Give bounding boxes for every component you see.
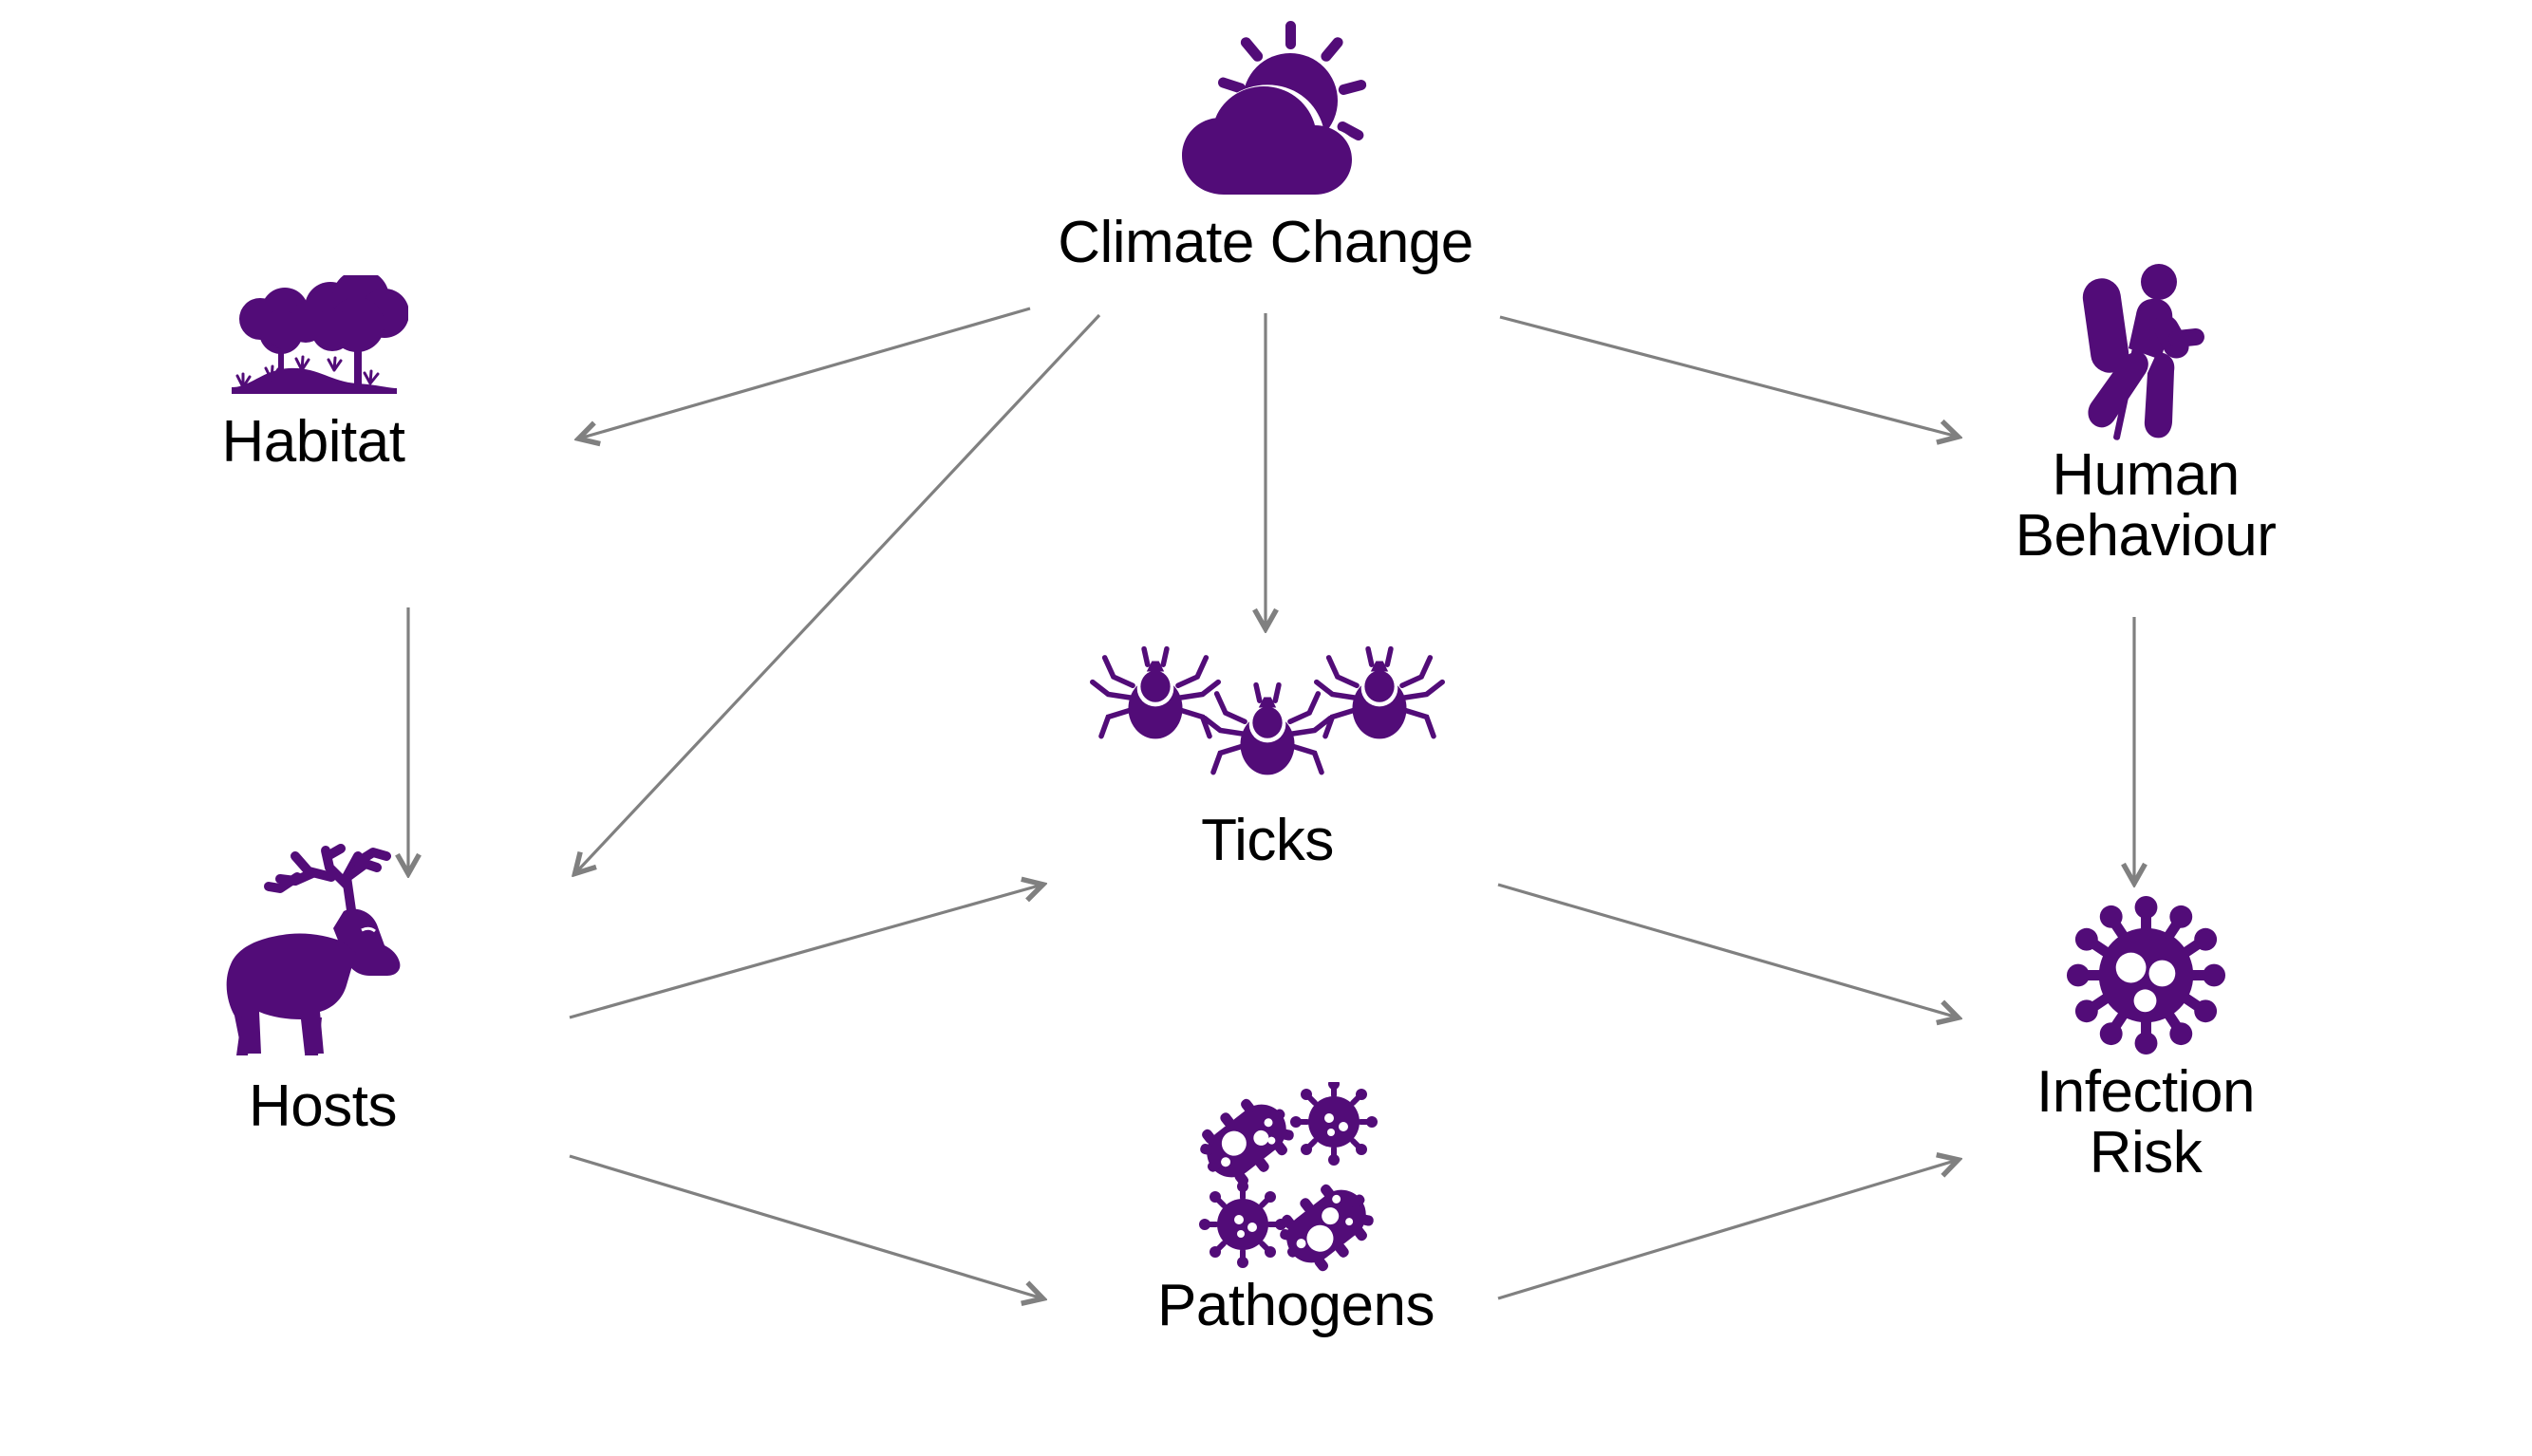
node-pathogens[interactable]: Pathogens	[1092, 1078, 1500, 1338]
node-infection-risk[interactable]: Infection Risk	[1937, 892, 2354, 1185]
virus-icon	[2063, 892, 2229, 1058]
bacteria-virus-icon	[1191, 1078, 1400, 1272]
arrow-climate-change-to-hosts	[575, 313, 1101, 873]
node-label-human-behaviour: Human Behaviour	[2015, 442, 2277, 569]
node-label-hosts: Hosts	[249, 1073, 397, 1139]
deer-icon	[214, 835, 432, 1073]
node-climate-change[interactable]: Climate Change	[949, 19, 1582, 273]
node-hosts[interactable]: Hosts	[123, 835, 522, 1137]
arrow-hosts-to-pathogens	[569, 1154, 1042, 1298]
ticks-icon	[1087, 631, 1448, 807]
node-label-ticks: Ticks	[1201, 808, 1334, 873]
arrow-climate-change-to-habitat	[579, 307, 1031, 439]
arrow-ticks-to-infection-risk	[1497, 883, 1958, 1017]
node-label-infection-risk: Infection Risk	[2036, 1059, 2255, 1186]
hiker-icon	[2070, 261, 2222, 441]
node-ticks[interactable]: Ticks	[1054, 631, 1481, 871]
node-label-climate-change: Climate Change	[1058, 210, 1473, 275]
arrow-pathogens-to-infection-risk	[1497, 1160, 1958, 1300]
node-label-habitat: Habitat	[221, 409, 405, 475]
trees-icon	[218, 270, 409, 408]
arrow-climate-change-to-human-behaviour	[1499, 315, 1958, 437]
node-human-behaviour[interactable]: Human Behaviour	[1937, 261, 2354, 568]
arrow-hosts-to-ticks	[569, 885, 1042, 1019]
node-label-pathogens: Pathogens	[1157, 1273, 1435, 1338]
sun-behind-cloud-icon	[1152, 19, 1379, 209]
node-habitat[interactable]: Habitat	[123, 270, 503, 475]
